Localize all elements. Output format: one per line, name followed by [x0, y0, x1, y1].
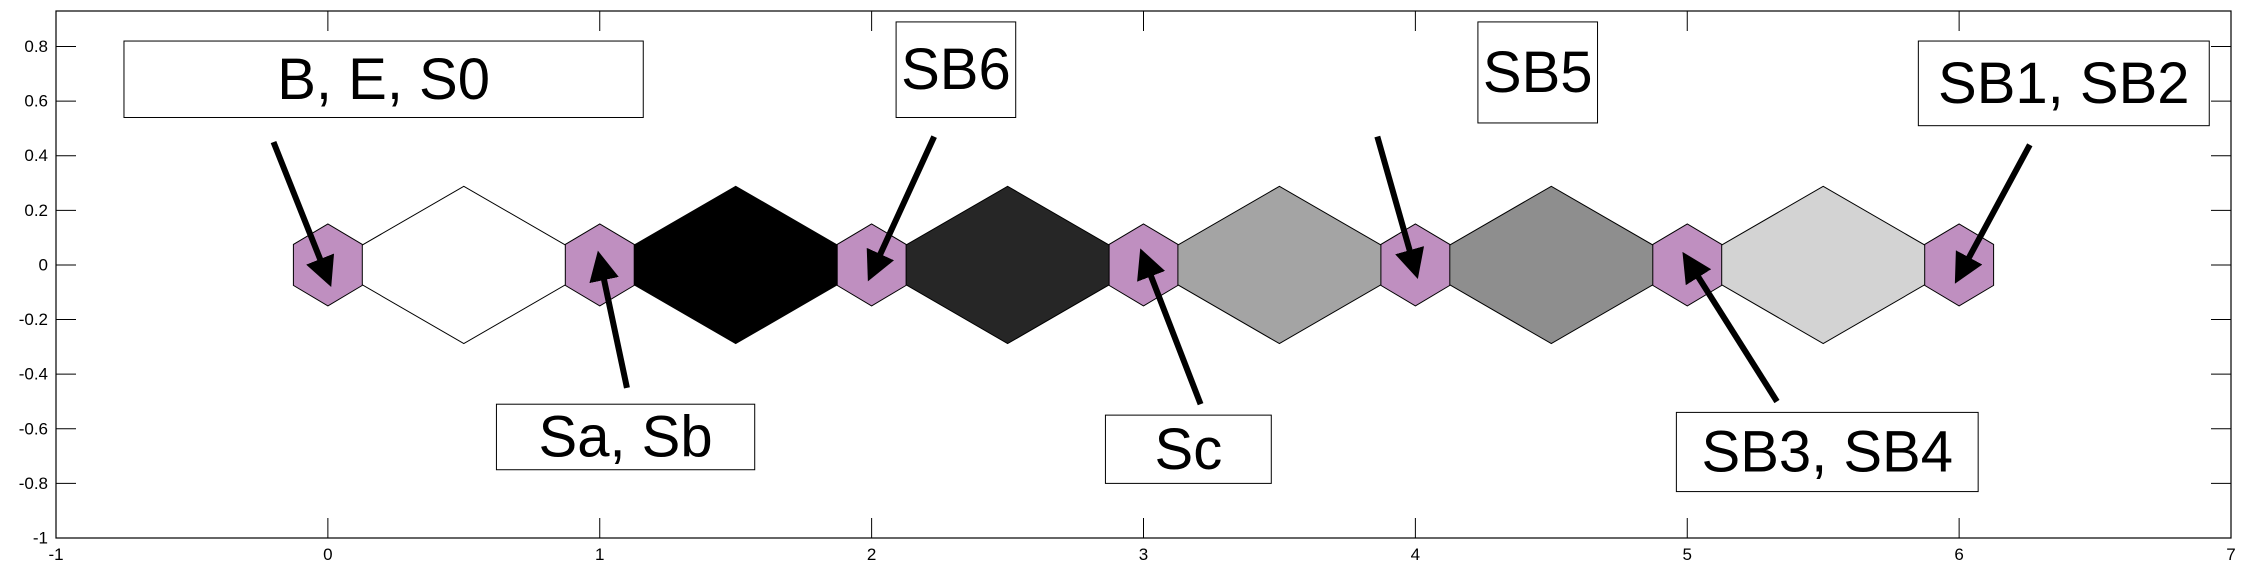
y-tick-label-8: -0.8: [19, 474, 48, 493]
y-tick-label-0: 0.8: [24, 37, 48, 56]
annotation-arrow-3: [1137, 248, 1204, 406]
annotation-box-4: [1477, 21, 1599, 124]
annotation-label-6: SB1, SB2: [1938, 51, 2189, 116]
annotation-box-6: [1917, 40, 2210, 127]
x-tick-label-8: 7: [2226, 545, 2235, 564]
annotation-box-2: [895, 21, 1017, 118]
annotation-label-4: SB5: [1483, 40, 1593, 105]
x-tick-label-3: 2: [867, 545, 876, 564]
annotation-label-3: Sc: [1155, 417, 1223, 482]
annotation-arrow-2: [866, 135, 937, 282]
y-tick-label-5: -0.2: [19, 310, 48, 329]
y-tick-label-2: 0.4: [24, 146, 48, 165]
x-tick-label-4: 3: [1139, 545, 1148, 564]
y-tick-label-6: -0.4: [19, 365, 48, 384]
annotation-arrow-1: [589, 250, 630, 389]
x-tick-label-7: 6: [1954, 545, 1963, 564]
x-tick-label-2: 1: [595, 545, 604, 564]
annotation-box-0: [123, 40, 644, 118]
annotation-label-2: SB6: [901, 37, 1011, 102]
annotation-box-5: [1675, 411, 1979, 493]
annotation-arrow-0: [270, 140, 335, 287]
y-tick-label-1: 0.6: [24, 92, 48, 111]
x-tick-label-1: 0: [323, 545, 332, 564]
x-tick-label-6: 5: [1683, 545, 1692, 564]
y-tick-label-3: 0.2: [24, 201, 48, 220]
annotation-label-0: B, E, S0: [277, 47, 490, 112]
annotation-arrow-5: [1682, 251, 1780, 404]
annotation-label-5: SB3, SB4: [1702, 419, 1953, 484]
annotation-box-3: [1104, 414, 1272, 484]
annotation-arrow-4: [1374, 135, 1425, 280]
annotation-arrow-6: [1954, 143, 2033, 284]
x-tick-label-0: -1: [48, 545, 63, 564]
x-tick-label-5: 4: [1411, 545, 1420, 564]
y-tick-label-9: -1: [33, 529, 48, 548]
y-tick-label-4: 0: [39, 255, 48, 274]
ticks-layer: -1 0 1 2 3 4 5 6 7 0.8 0.6 0.4 0.2 0 -0.2 -0.4 -0.6 -0.8 -…: [19, 11, 2236, 564]
y-tick-label-7: -0.6: [19, 419, 48, 438]
annotation-box-1: [495, 403, 756, 471]
annotation-label-1: Sa, Sb: [539, 404, 713, 469]
